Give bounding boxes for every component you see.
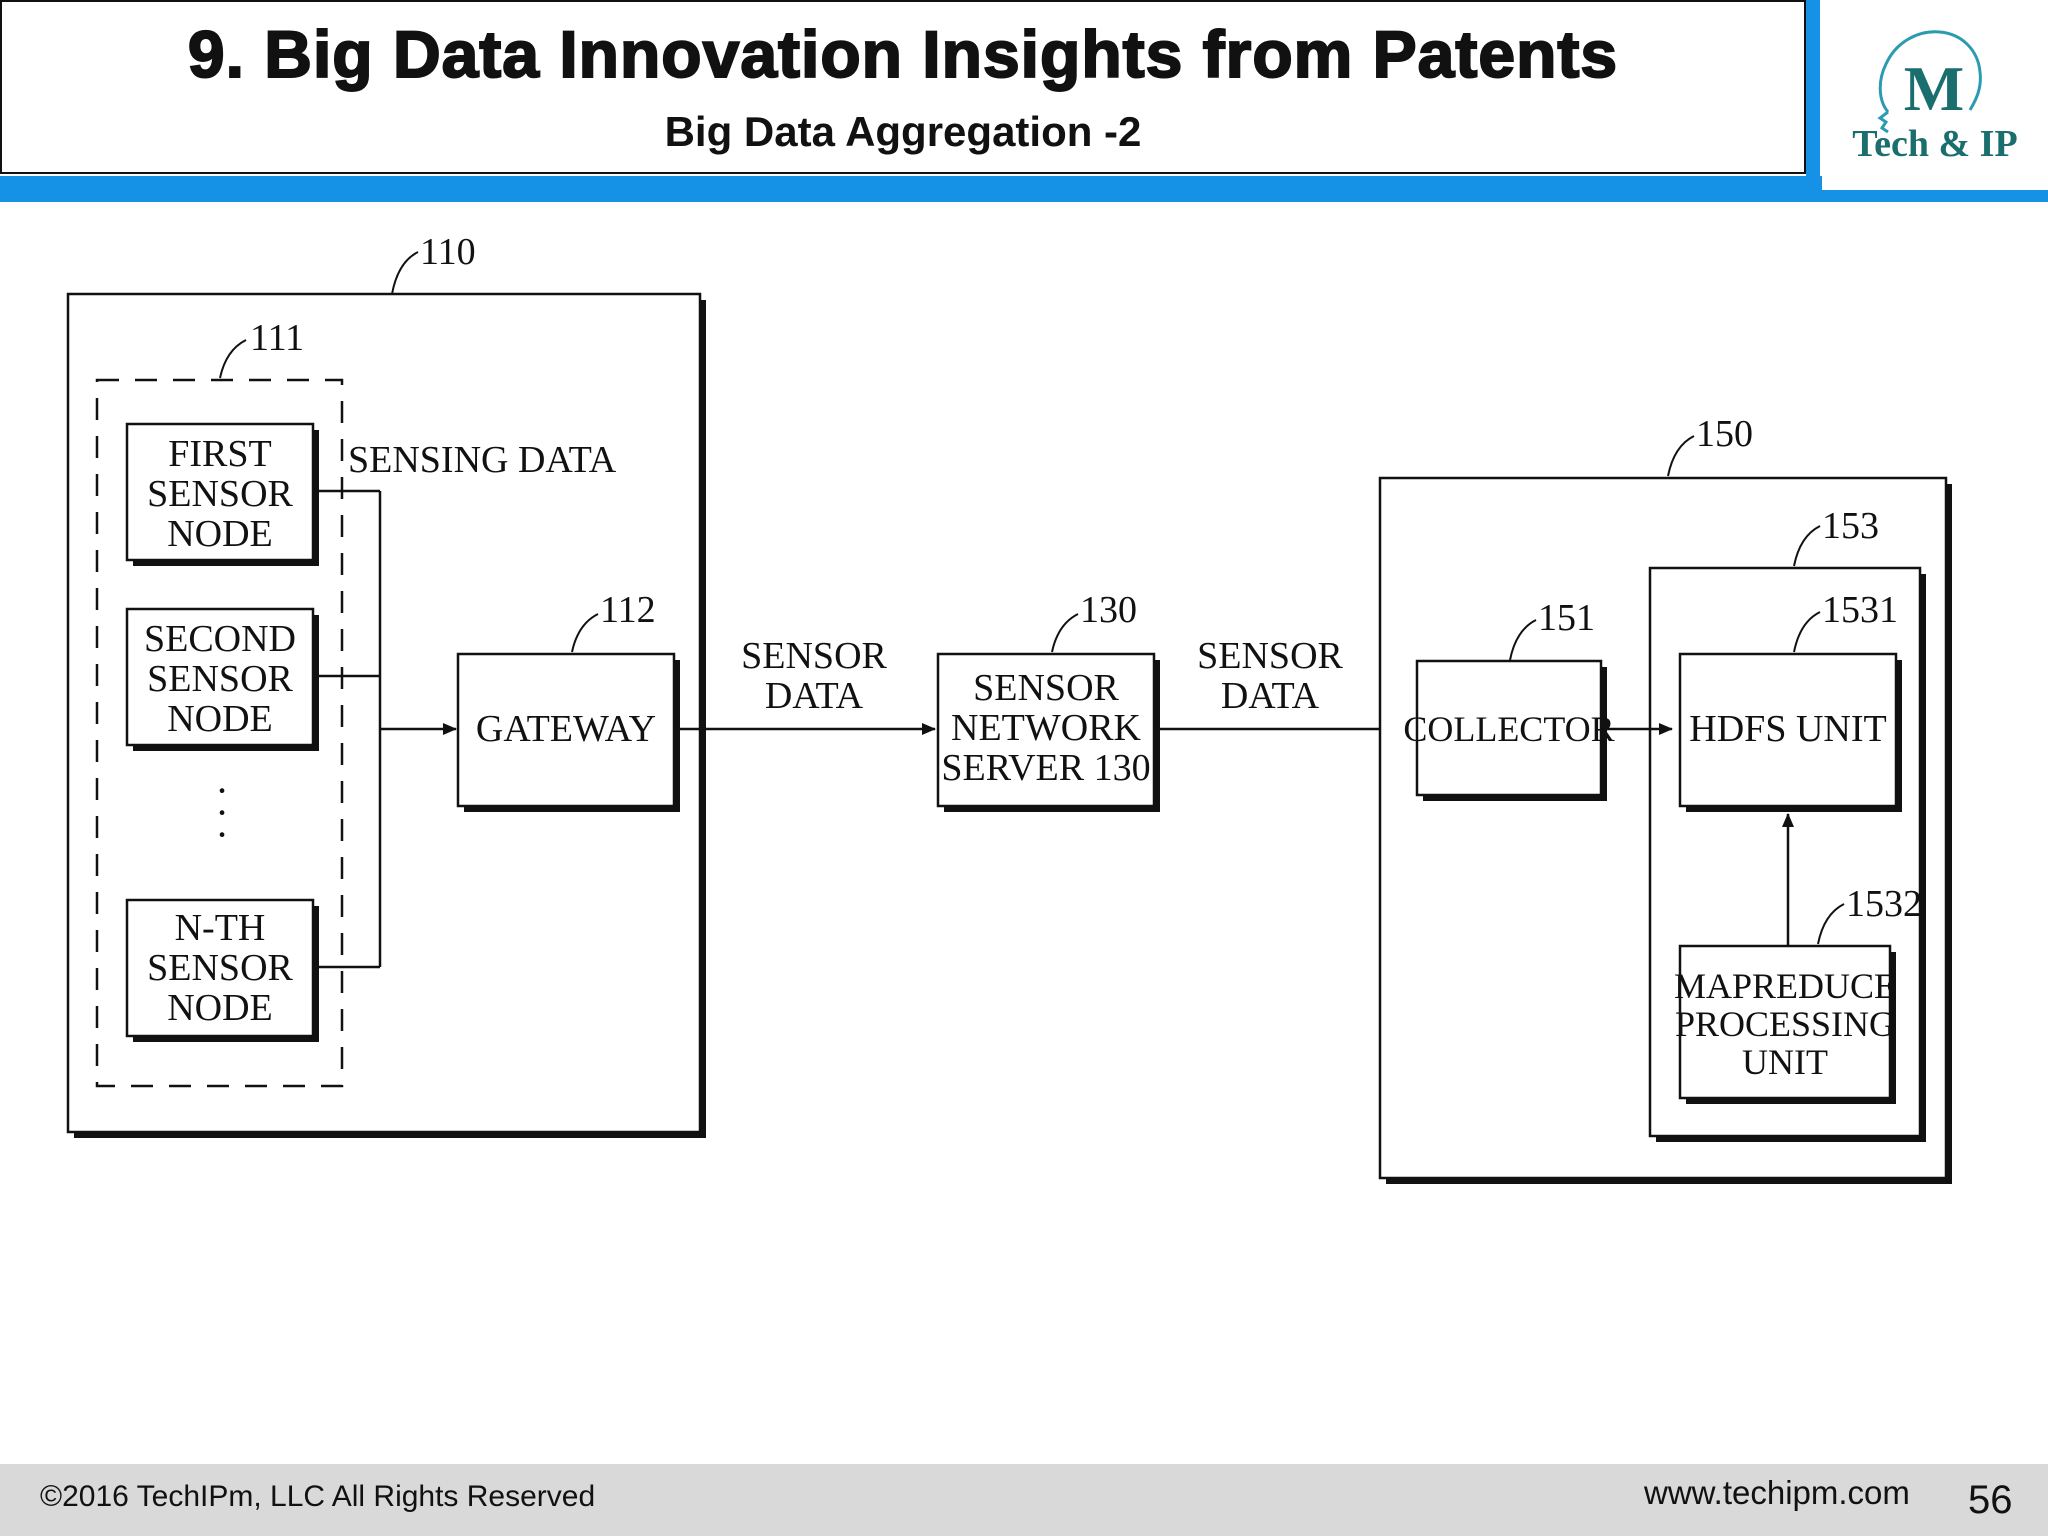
ref-153: 153 <box>1822 505 1879 547</box>
sensor-data-label-1-line-1: SENSOR <box>741 635 887 677</box>
ref-110: 110 <box>420 231 476 273</box>
ref-130: 130 <box>1080 589 1137 631</box>
sensor-data-label-1-line-2: DATA <box>765 675 864 717</box>
mapreduce-line-1: MAPREDUCE <box>1674 966 1896 1006</box>
ref-1532: 1532 <box>1846 883 1922 925</box>
first-node-line-1: FIRST <box>168 433 271 475</box>
nth-sensor-node: N-TH SENSOR NODE <box>127 900 319 1042</box>
mapreduce-line-3: UNIT <box>1742 1042 1828 1082</box>
nth-node-line-1: N-TH <box>175 907 266 949</box>
second-node-line-3: NODE <box>167 698 273 740</box>
mapreduce-line-2: PROCESSING <box>1675 1004 1895 1044</box>
sensor-network-server-130: SENSOR NETWORK SERVER 130 <box>938 654 1160 812</box>
first-node-line-3: NODE <box>167 513 273 555</box>
second-sensor-node: SECOND SENSOR NODE <box>127 609 319 751</box>
hdfs-unit-1531: HDFS UNIT <box>1680 654 1902 812</box>
website-link[interactable]: www.techipm.com <box>1644 1474 1910 1512</box>
patent-diagram: FIRST SENSOR NODE SECOND SENSOR NODE · ·… <box>0 0 2048 1460</box>
ref-112: 112 <box>600 589 656 631</box>
ref-151: 151 <box>1538 597 1595 639</box>
first-sensor-node: FIRST SENSOR NODE <box>127 424 319 566</box>
collector-151: COLLECTOR <box>1403 661 1614 801</box>
server-line-1: SENSOR <box>973 667 1119 709</box>
copyright-text: ©2016 TechIPm, LLC All Rights Reserved <box>40 1480 595 1514</box>
sensing-data-label: SENSING DATA <box>348 439 617 481</box>
first-node-line-2: SENSOR <box>147 473 293 515</box>
server-line-3: SERVER 130 <box>941 747 1150 789</box>
sensor-data-label-2-line-1: SENSOR <box>1197 635 1343 677</box>
ref-1531: 1531 <box>1822 589 1898 631</box>
collector-label: COLLECTOR <box>1403 709 1614 749</box>
second-node-line-2: SENSOR <box>147 658 293 700</box>
page-number: 56 <box>1968 1478 2013 1523</box>
gateway-112: GATEWAY <box>458 654 680 812</box>
mapreduce-unit-1532: MAPREDUCE PROCESSING UNIT <box>1674 946 1896 1104</box>
ellipsis-dot-3: · <box>215 812 228 857</box>
second-node-line-1: SECOND <box>144 618 296 660</box>
hdfs-label: HDFS UNIT <box>1689 708 1886 750</box>
nth-node-line-3: NODE <box>167 987 273 1029</box>
gateway-label: GATEWAY <box>476 708 656 750</box>
server-line-2: NETWORK <box>951 707 1142 749</box>
nth-node-line-2: SENSOR <box>147 947 293 989</box>
ref-150: 150 <box>1696 413 1753 455</box>
ref-111: 111 <box>250 317 304 359</box>
sensor-data-label-2-line-2: DATA <box>1221 675 1320 717</box>
